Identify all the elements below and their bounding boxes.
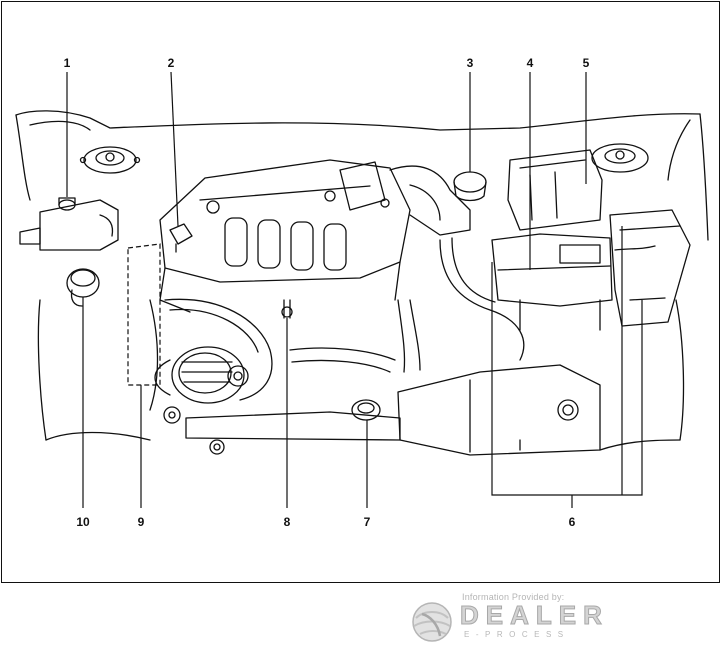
belt-hoses <box>164 298 396 401</box>
callout-8: 8 <box>284 515 291 529</box>
dipstick <box>281 299 293 319</box>
credit-watermark: Information Provided by: DEALER E-PROCES… <box>410 592 620 644</box>
engine-cover <box>159 159 411 313</box>
battery <box>609 209 691 327</box>
callout-10: 10 <box>76 515 90 529</box>
callout-4: 4 <box>527 56 534 70</box>
oil-filler <box>169 223 193 253</box>
callout-3: 3 <box>467 56 474 70</box>
diagram-frame <box>1 1 720 583</box>
radiator-cap <box>351 399 381 421</box>
relay-box <box>507 149 603 231</box>
leader-2 <box>170 71 179 227</box>
reservoir-left <box>19 197 119 251</box>
right-strut-tower <box>591 143 649 173</box>
dashed-area-outline <box>127 243 161 386</box>
control-box <box>491 233 613 331</box>
hose-loop <box>397 237 525 373</box>
callout-9: 9 <box>138 515 145 529</box>
front-crossmember <box>163 406 401 455</box>
leader-lines <box>66 71 643 508</box>
leader-6 <box>491 226 643 508</box>
credit-name: DEALER <box>460 600 609 630</box>
credit-caption: Information Provided by: <box>462 592 565 602</box>
alternator <box>154 346 249 404</box>
hood-opening-outline <box>15 110 709 441</box>
lower-details <box>45 299 681 451</box>
air-filter-box <box>397 364 601 456</box>
callout-6: 6 <box>569 515 576 529</box>
credit-subtitle: E-PROCESS <box>464 630 570 639</box>
callout-5: 5 <box>583 56 590 70</box>
callout-7: 7 <box>364 515 371 529</box>
callout-1: 1 <box>64 56 71 70</box>
globe-logo-icon <box>412 602 452 642</box>
air-intake <box>389 165 487 236</box>
callout-2: 2 <box>168 56 175 70</box>
left-strut-tower <box>79 146 141 174</box>
